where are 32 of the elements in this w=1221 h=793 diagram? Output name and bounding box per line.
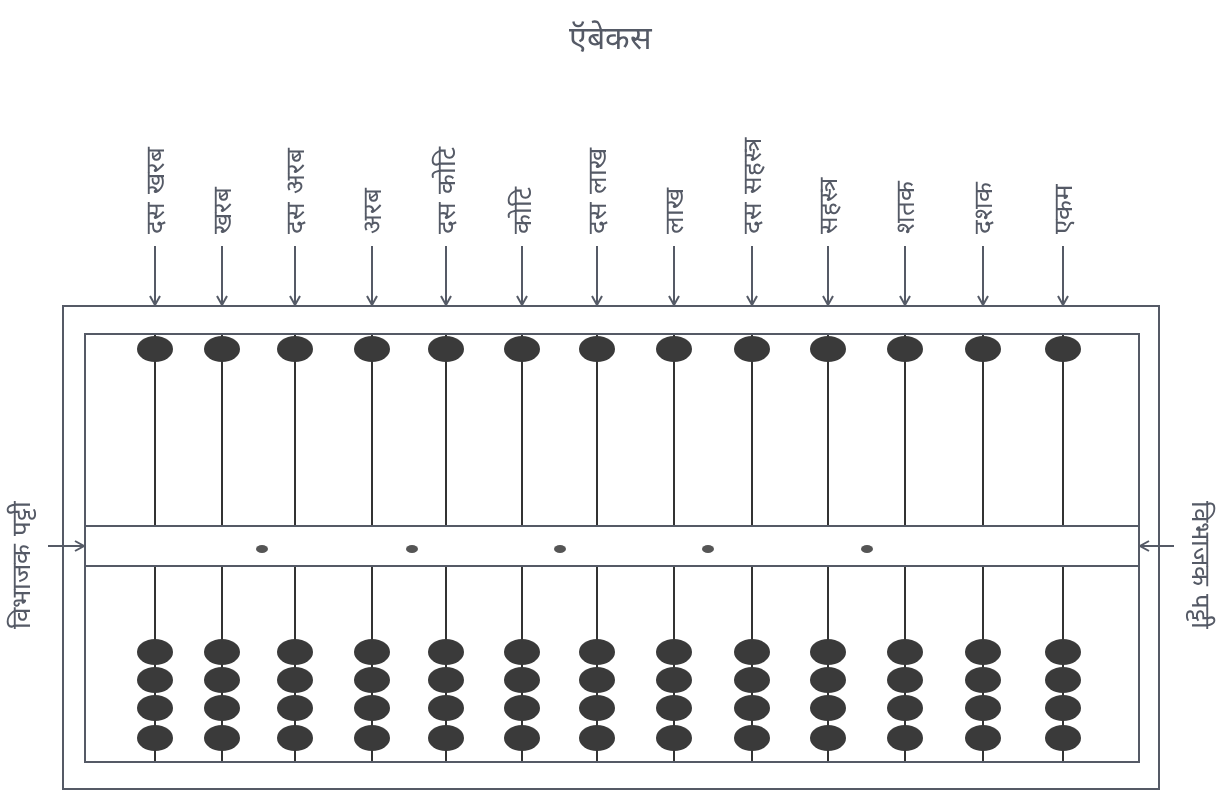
place-value-label: लाख xyxy=(659,188,689,234)
place-value-label: सहस्त्र xyxy=(813,178,843,234)
arrow xyxy=(977,245,989,306)
arrow xyxy=(366,245,378,306)
arrow xyxy=(47,540,85,552)
place-value-label: दस लाख xyxy=(582,147,612,234)
place-value-label: अरब xyxy=(357,188,387,234)
place-value-label: दस खरब xyxy=(140,146,170,234)
arrow xyxy=(822,245,834,306)
place-value-label: दस कोटि xyxy=(431,146,461,234)
arrow xyxy=(899,245,911,306)
arrow xyxy=(216,245,228,306)
place-value-label: शतक xyxy=(890,181,920,234)
place-value-label: खरब xyxy=(207,187,237,234)
arrow xyxy=(289,245,301,306)
arrow xyxy=(1057,245,1069,306)
place-value-label: दस सहस्त्र xyxy=(737,137,767,234)
place-value-label: एकम xyxy=(1048,184,1078,234)
divider-label: विभाजक पट्टी xyxy=(1186,435,1216,695)
arrow xyxy=(591,245,603,306)
place-value-label: कोटि xyxy=(507,187,537,234)
arrow xyxy=(516,245,528,306)
arrow xyxy=(1139,540,1175,552)
divider-label: विभाजक पट्टी xyxy=(6,435,36,695)
place-value-label: दशक xyxy=(968,182,998,234)
arrow xyxy=(746,245,758,306)
arrow xyxy=(668,245,680,306)
title: ऍबेकस xyxy=(568,18,653,59)
arrow xyxy=(440,245,452,306)
arrow xyxy=(149,245,161,306)
place-value-label: दस अरब xyxy=(280,147,310,234)
divider-bar xyxy=(84,525,1140,567)
